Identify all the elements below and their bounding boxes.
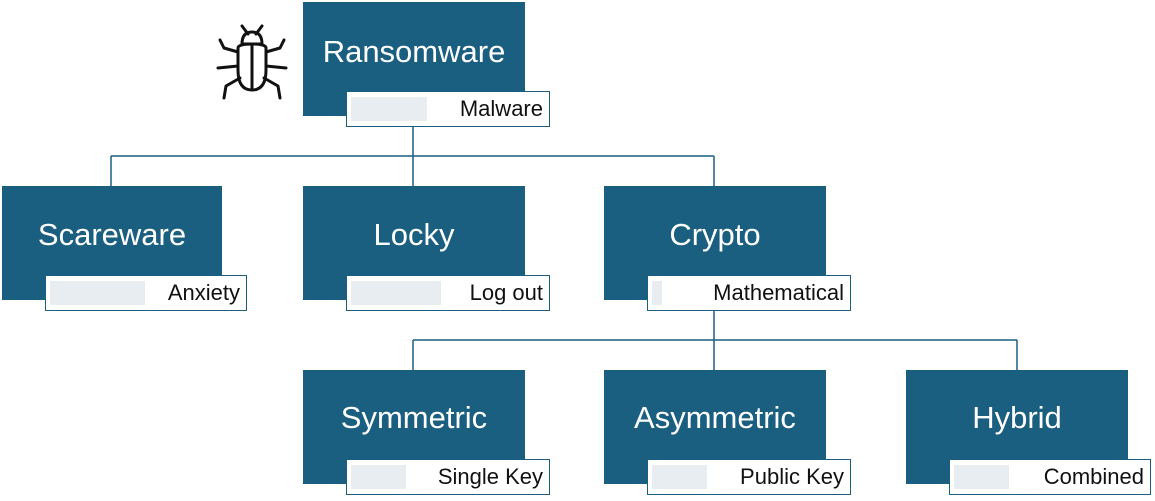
- tag-label: Single Key: [437, 464, 543, 489]
- tag-combined: Combined: [949, 459, 1151, 495]
- node-title: Hybrid: [972, 400, 1062, 435]
- node-title: Symmetric: [340, 400, 488, 435]
- tag-label: Combined: [1043, 464, 1144, 489]
- tag-label: Anxiety: [167, 280, 240, 305]
- node-title: Ransomware: [322, 34, 506, 69]
- tag-label: Public Key: [740, 464, 844, 489]
- tag-malware: Malware: [346, 91, 550, 127]
- tag-label: Mathematical: [713, 280, 844, 305]
- node-title: Scareware: [37, 217, 187, 252]
- node-title: Locky: [373, 217, 455, 252]
- tag-log-out: Log out: [346, 275, 550, 311]
- tag-mathematical: Mathematical: [647, 275, 851, 311]
- tag-label: Log out: [469, 280, 543, 305]
- node-title: Asymmetric: [634, 400, 796, 435]
- tag-single-key: Single Key: [346, 459, 550, 495]
- tag-public-key: Public Key: [647, 459, 851, 495]
- bug-icon: [216, 24, 288, 100]
- tag-anxiety: Anxiety: [45, 275, 247, 311]
- node-title: Crypto: [669, 217, 761, 252]
- tag-label: Malware: [459, 96, 543, 121]
